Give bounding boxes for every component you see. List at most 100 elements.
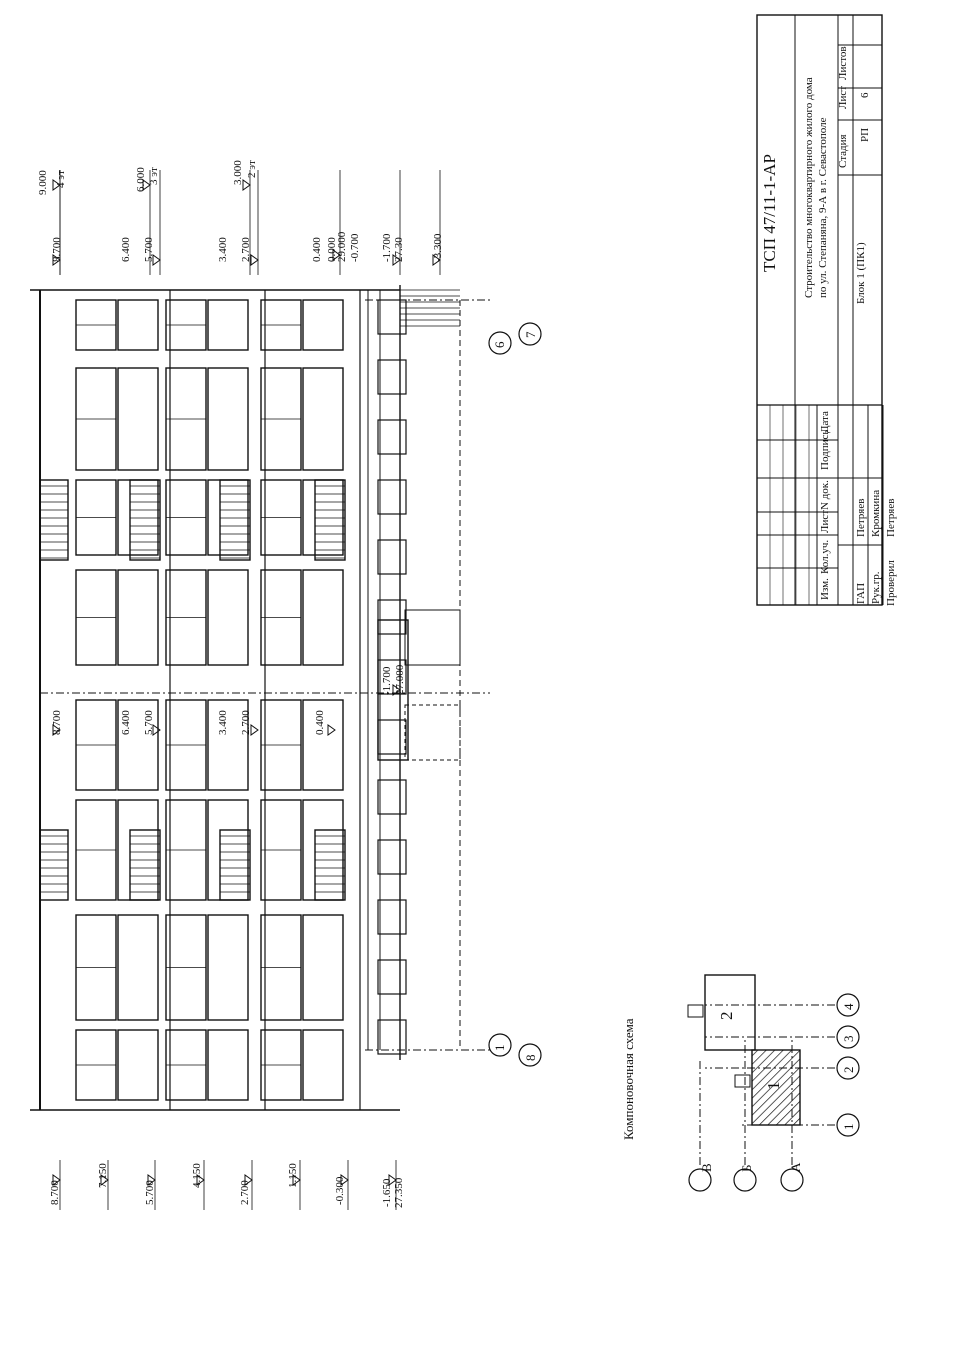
mid-level-8700: 8.700 — [51, 710, 63, 735]
grille-1-0 — [219, 479, 251, 561]
mid-level-3400: 3.400 — [217, 710, 229, 735]
scheme-block-1-label: 1 — [764, 1081, 783, 1091]
window-0-4-b — [117, 699, 159, 791]
mid-level-mark-0 — [52, 724, 61, 736]
tr-level-mark-4 — [392, 254, 401, 266]
plinth-block-540 — [377, 539, 407, 575]
left-level-mark-4 — [244, 1174, 253, 1186]
tr-level-0400: 0.400 — [311, 237, 323, 262]
left-level-8: -1.650 — [381, 1178, 393, 1207]
axis-bubble-6 — [488, 331, 512, 355]
header-data: Дата — [819, 411, 831, 433]
window-2-2-b — [302, 479, 344, 556]
tr-level-29000: 29.000 — [336, 231, 348, 262]
tr-level-9000: 9.000 — [37, 170, 49, 195]
mid-level-mark-2 — [250, 724, 259, 736]
role-rukgr: Рук.гр. — [870, 571, 882, 604]
scheme-block-2 — [704, 974, 756, 1051]
plinth-block-420 — [377, 419, 407, 455]
tr-level-mark-5 — [432, 254, 441, 266]
tr-level-2700: 2.700 — [240, 237, 252, 262]
left-level-2: 7.150 — [97, 1163, 109, 1188]
scheme-axis-1: 1 — [841, 1123, 856, 1131]
mid-level-2700: 2.700 — [240, 710, 252, 735]
entrance-canopy — [404, 609, 461, 666]
plinth-block-360 — [377, 359, 407, 395]
mid-level-6400: 6.400 — [120, 710, 132, 735]
window-1-2-b — [207, 479, 249, 556]
axis-6-label: 6 — [492, 341, 507, 349]
window-0-5-b — [117, 799, 159, 901]
tr-level-mark-7 — [142, 179, 151, 191]
stage-value: РП — [859, 127, 871, 142]
window-1-7-b — [207, 1029, 249, 1101]
stage-label: Стадия — [837, 134, 849, 168]
left-level-6: 1.150 — [287, 1163, 299, 1188]
left-level-3: 5.700 — [144, 1180, 156, 1205]
plinth-block-960 — [377, 959, 407, 995]
title-block-frame — [756, 14, 883, 606]
window-0-0-b — [117, 299, 159, 351]
tr-level-4et: 4 эт — [55, 170, 67, 188]
window-1-6-b — [207, 914, 249, 1021]
tr-level-5700: 5.700 — [143, 237, 155, 262]
scheme-axis-a: А — [788, 1162, 803, 1172]
tr-level-3000: 3.000 — [232, 160, 244, 185]
axis-bubble-7 — [518, 322, 542, 346]
scheme-block-2-label: 2 — [717, 1011, 736, 1021]
plinth-block-600 — [377, 599, 407, 635]
mid-level-mark-3 — [327, 724, 336, 736]
name-rukgr: Кромкина — [870, 489, 882, 537]
grille-1-1 — [219, 829, 251, 901]
left-level-mark-6 — [340, 1174, 349, 1186]
left-level-9: 27.350 — [393, 1177, 405, 1208]
mid-level-minus1700: -1.700 — [381, 666, 393, 695]
grille-top-1 — [39, 829, 69, 901]
header-podpis: Подпись — [819, 429, 831, 470]
project-line-2: по ул. Степаняна, 9-А в г. Севастополе — [817, 117, 829, 298]
mid-level-mark-1 — [152, 724, 161, 736]
grille-2-0 — [314, 479, 346, 561]
left-level-mark-5 — [292, 1174, 301, 1186]
role-proveril: Проверил — [885, 560, 897, 606]
scheme-col-bubble-1 — [836, 1056, 860, 1080]
window-1-0-b — [207, 299, 249, 351]
axis-bubble-1 — [488, 1033, 512, 1057]
left-level-7: -0.300 — [334, 1176, 346, 1205]
axis-bubble-8 — [518, 1043, 542, 1067]
header-ndok: N док. — [819, 480, 831, 510]
grille-0-0 — [129, 479, 161, 561]
sheets-label: Листов — [837, 46, 849, 80]
scheme-row-bubble-2 — [780, 1168, 804, 1192]
scheme-axis-b: Б — [739, 1164, 754, 1172]
left-level-mark-3 — [196, 1174, 205, 1186]
entrance-canopy-dashed — [404, 704, 461, 761]
scheme-row-bubble-1 — [733, 1168, 757, 1192]
plinth-block-300 — [377, 299, 407, 335]
tr-level-minus1700: -1.700 — [381, 233, 393, 262]
sheet-title: Блок 1 (ПК1) — [855, 242, 867, 304]
left-level-4: 4.150 — [191, 1163, 203, 1188]
scheme-col-bubble-0 — [836, 1113, 860, 1137]
mid-level-mark-4 — [392, 684, 401, 696]
plinth-block-1020 — [377, 1019, 407, 1055]
tr-level-6000: 6.000 — [135, 167, 147, 192]
window-0-3-b — [117, 569, 159, 666]
tr-level-mark-3 — [332, 249, 341, 261]
tr-level-8700: 8.700 — [51, 237, 63, 262]
tr-level-minus3300: -3.300 — [432, 233, 444, 262]
axis-7-label: 7 — [523, 331, 538, 339]
grille-0-1 — [129, 829, 161, 901]
grille-2-1 — [314, 829, 346, 901]
window-0-7-b — [117, 1029, 159, 1101]
left-level-mark-0 — [52, 1174, 61, 1186]
scheme-col-bubble-2 — [836, 1025, 860, 1049]
project-line-1: Строительство многоквартирного жилого до… — [803, 77, 815, 298]
tr-level-6400: 6.400 — [120, 237, 132, 262]
plinth-block-900 — [377, 899, 407, 935]
entrance-frame — [377, 619, 409, 761]
tr-level-mark-6 — [52, 179, 61, 191]
plinth-block-480 — [377, 479, 407, 515]
mid-level-27000: 27.000 — [394, 664, 406, 695]
scheme-block-1 — [751, 1049, 801, 1126]
